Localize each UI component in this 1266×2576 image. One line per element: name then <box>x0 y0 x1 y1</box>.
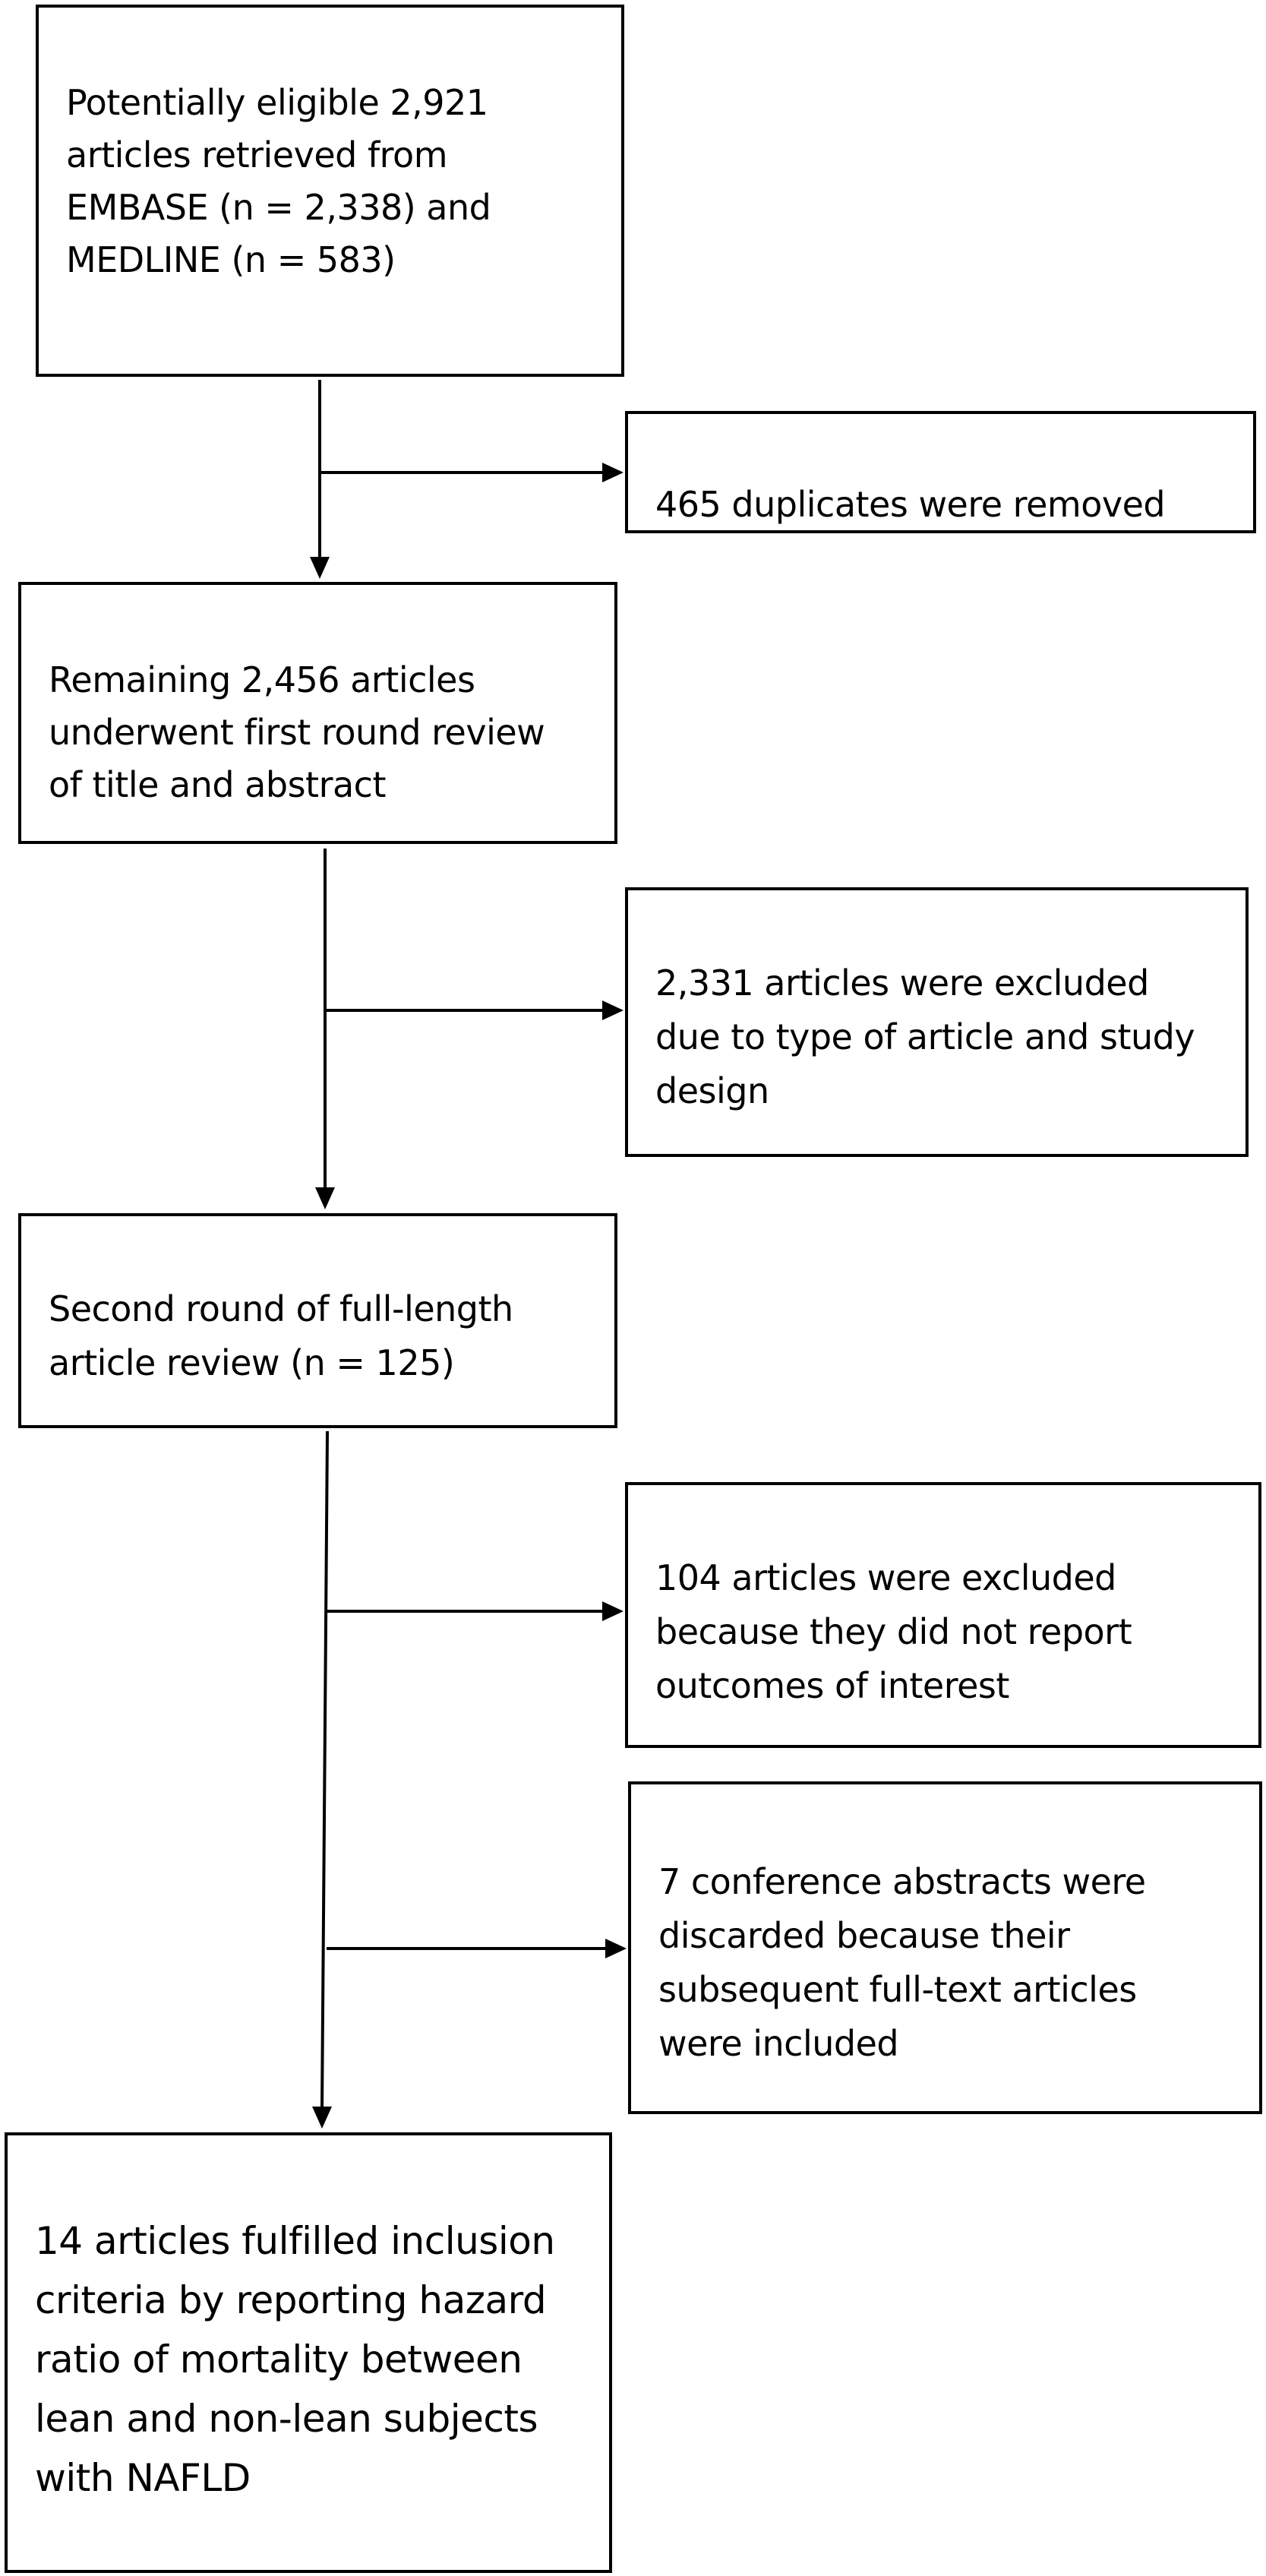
box-duplicates-removed-text: 465 duplicates were removed <box>655 484 1166 525</box>
box-conference-abstracts-discarded: 7 conference abstracts were discarded be… <box>628 1781 1262 2114</box>
box-conference-abstracts-discarded-text: 7 conference abstracts were discarded be… <box>658 1861 1146 2064</box>
arrowhead-branch-excluded-outcomes <box>602 1601 624 1621</box>
arrowhead-branch-excluded-type <box>602 1000 624 1020</box>
box-excluded-outcomes-text: 104 articles were excluded because they … <box>655 1557 1132 1706</box>
box-records-identified: Potentially eligible 2,921 articles retr… <box>36 5 624 377</box>
arrowhead-branch-duplicates <box>602 463 624 482</box>
box-articles-included: 14 articles fulfilled inclusion criteria… <box>5 2132 612 2573</box>
box-duplicates-removed: 465 duplicates were removed <box>625 411 1256 533</box>
box-excluded-outcomes: 104 articles were excluded because they … <box>625 1482 1261 1748</box>
box-second-round-review: Second round of full-length article revi… <box>18 1213 617 1428</box>
arrow-main-3 <box>320 1430 329 2109</box>
arrowhead-main-3 <box>312 2107 332 2129</box>
box-records-identified-text: Potentially eligible 2,921 articles retr… <box>66 82 491 280</box>
arrowhead-main-2 <box>315 1187 335 1209</box>
box-first-round-review: Remaining 2,456 articles underwent first… <box>18 582 617 844</box>
box-second-round-review-text: Second round of full-length article revi… <box>49 1288 513 1383</box>
arrowhead-branch-conference <box>605 1939 627 1958</box>
box-articles-included-text: 14 articles fulfilled inclusion criteria… <box>35 2219 555 2500</box>
box-excluded-type-design-text: 2,331 articles were excluded due to type… <box>655 962 1195 1111</box>
arrowhead-main-1 <box>310 557 330 579</box>
box-first-round-review-text: Remaining 2,456 articles underwent first… <box>49 659 545 805</box>
box-excluded-type-design: 2,331 articles were excluded due to type… <box>625 887 1249 1157</box>
